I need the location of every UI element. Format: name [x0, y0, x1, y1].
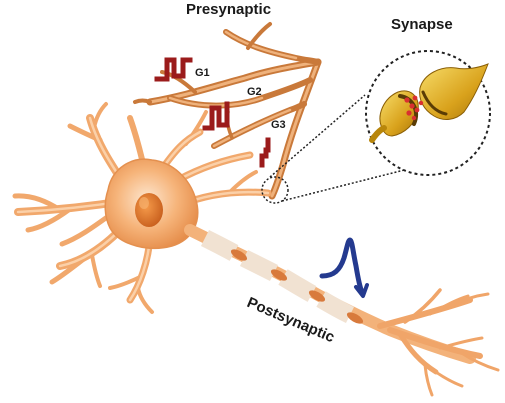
pulse-g3-icon [259, 137, 271, 168]
synapse-source-marker [261, 176, 289, 204]
pulse-g2-icon [202, 101, 230, 131]
nodes-of-ranvier [230, 249, 364, 324]
g2-label: G2 [247, 86, 262, 98]
synapse-postsynaptic-terminal [419, 63, 489, 120]
presynaptic-label: Presynaptic [186, 1, 271, 18]
g3-label: G3 [271, 119, 286, 131]
input-pulses [154, 57, 271, 168]
axon-terminals [377, 288, 500, 397]
pulse-g1-icon [154, 57, 193, 82]
neuron-nucleus [135, 193, 163, 227]
neurotransmitter-vesicles [404, 95, 424, 121]
synapse-zoom [261, 50, 491, 204]
postsynaptic-neuron [12, 102, 500, 397]
synapse-label: Synapse [391, 16, 453, 33]
g1-label: G1 [195, 67, 210, 79]
output-spike-icon [319, 237, 365, 295]
